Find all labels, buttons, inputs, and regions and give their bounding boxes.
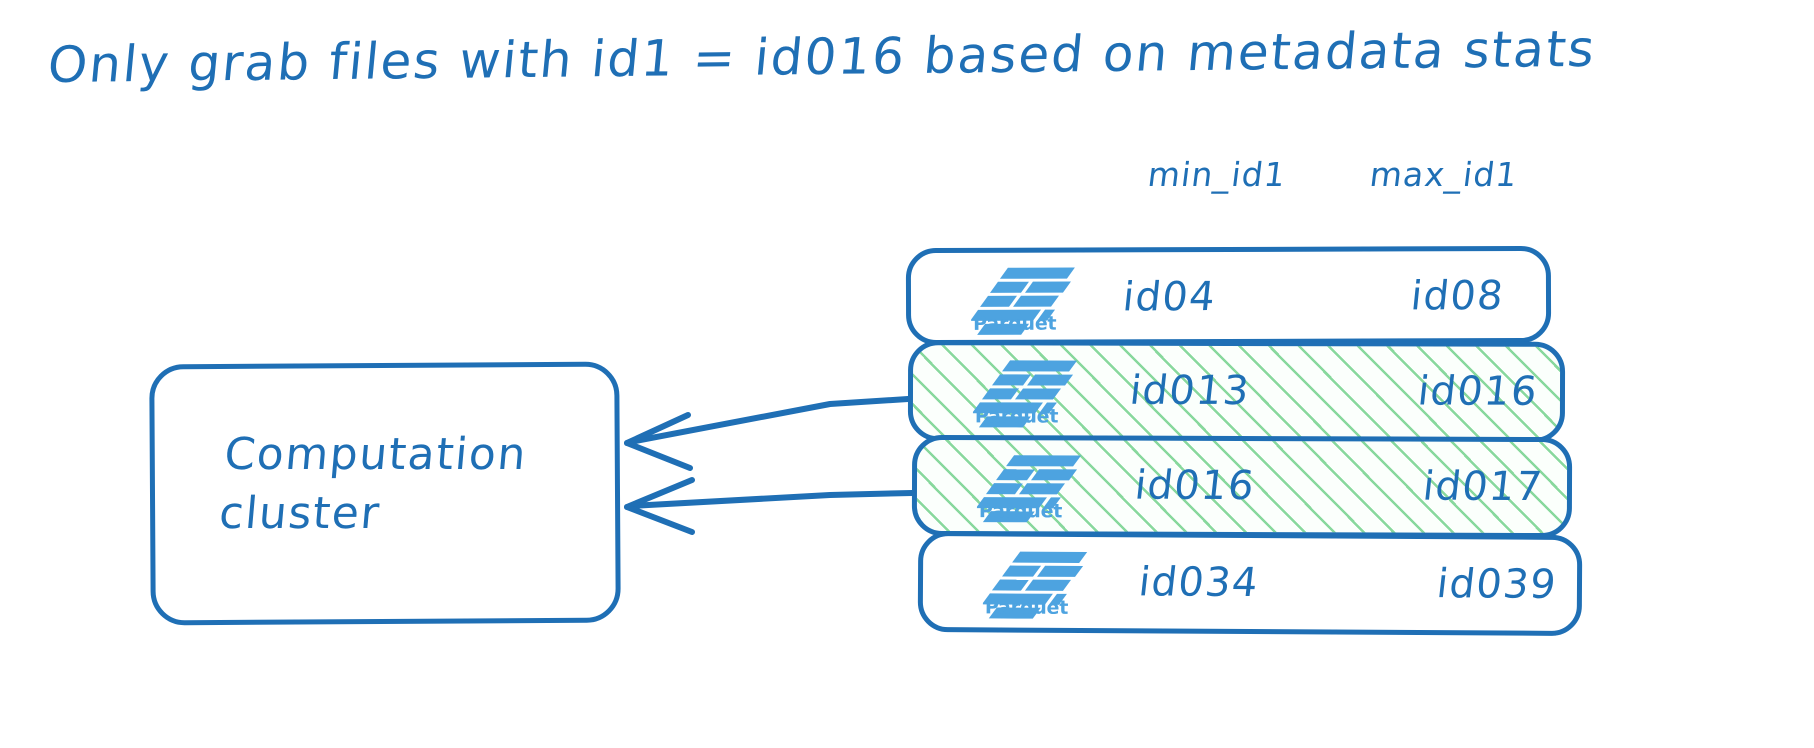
table-row[interactable]: Parquet id04 id08 (905, 245, 1552, 346)
cell-max-id1: id016 (1415, 368, 1541, 415)
arrow-row2-to-cluster (624, 396, 911, 471)
cell-max-id1: id017 (1420, 463, 1546, 511)
arrow-row3-to-cluster (624, 477, 915, 535)
cell-min-id1: id04 (1120, 274, 1219, 321)
cell-max-id1: id08 (1408, 273, 1507, 320)
cell-min-id1: id013 (1127, 367, 1253, 415)
parquet-logo-icon (982, 545, 1095, 628)
table-row[interactable]: Parquet id016 id017 (911, 434, 1573, 539)
cell-max-id1: id039 (1434, 561, 1560, 608)
cell-min-id1: id016 (1132, 462, 1258, 510)
parquet-logo-icon (972, 354, 1085, 436)
page-title: Only grab files with id1 = id016 based o… (45, 19, 1599, 94)
parquet-logo-icon (970, 262, 1083, 344)
parquet-logo-label: Parquet (973, 312, 1057, 335)
parquet-logo-label: Parquet (984, 596, 1069, 619)
parquet-logo-label: Parquet (978, 500, 1063, 523)
column-header-min-id1: min_id1 (1145, 155, 1289, 194)
column-header-max-id1: max_id1 (1367, 155, 1521, 194)
table-row[interactable]: Parquet id034 id039 (917, 530, 1583, 637)
table-row[interactable]: Parquet id013 id016 (907, 340, 1566, 443)
parquet-logo-label: Parquet (974, 405, 1059, 428)
cell-min-id1: id034 (1136, 559, 1262, 607)
computation-cluster-box[interactable] (149, 361, 621, 626)
parquet-logo-icon (976, 449, 1089, 531)
